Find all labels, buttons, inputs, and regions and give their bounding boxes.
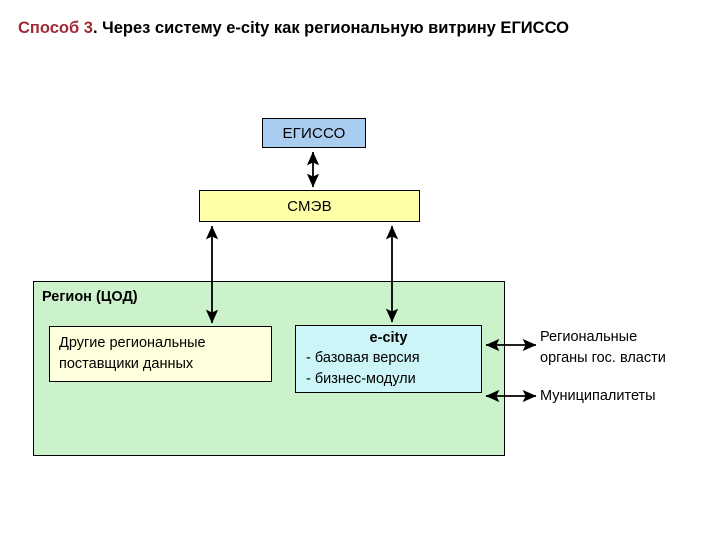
label-regional-government-bodies: Региональные органы гос. власти <box>540 327 715 369</box>
label-gov-line-2: органы гос. власти <box>540 350 666 366</box>
node-egisso-label: ЕГИССО <box>282 124 346 142</box>
node-providers-line-1: Другие региональные <box>59 335 206 351</box>
node-ecity[interactable]: e-city - базовая версия - бизнес-модули <box>295 325 482 393</box>
label-muni-line-1: Муниципалитеты <box>540 388 656 404</box>
node-ecity-line-2: - бизнес-модули <box>306 371 416 387</box>
node-egisso[interactable]: ЕГИССО <box>262 118 366 148</box>
label-gov-line-1: Региональные <box>540 329 638 345</box>
node-ecity-line-1: - базовая версия <box>306 350 420 366</box>
label-municipalities: Муниципалитеты <box>540 386 715 407</box>
node-regional-data-providers[interactable]: Другие региональные поставщики данных <box>49 326 272 382</box>
node-smev-label: СМЭВ <box>287 197 332 215</box>
region-container-label: Регион (ЦОД) <box>42 289 138 305</box>
slide-title-rest: . Через систему e-city как региональную … <box>92 19 569 37</box>
slide-title: Способ 3. Через систему e-city как регио… <box>18 18 708 38</box>
node-ecity-heading: e-city <box>369 330 408 346</box>
node-smev[interactable]: СМЭВ <box>199 190 420 222</box>
node-providers-line-2: поставщики данных <box>59 356 194 372</box>
slide-title-accent: Способ 3 <box>18 19 93 37</box>
